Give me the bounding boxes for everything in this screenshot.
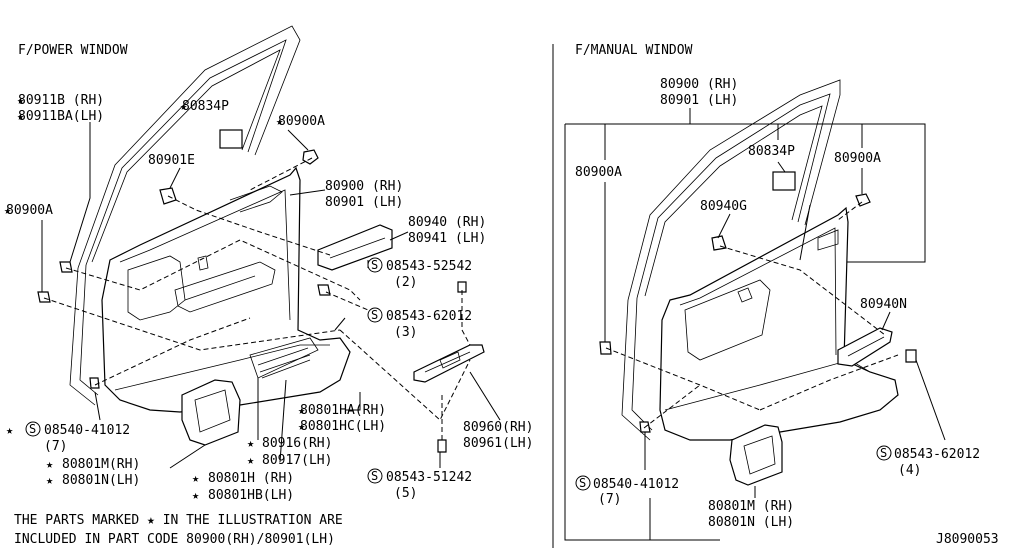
label-08543-51242: 08543-51242 — [386, 470, 472, 485]
circled-s-icon — [575, 475, 591, 491]
circled-s-left: S S S S — [25, 257, 383, 484]
label-08543-62012-qty: (3) — [394, 325, 417, 340]
circled-s-icon: S — [29, 422, 36, 436]
label-80960: 80960(RH) — [463, 420, 533, 435]
label-08543-51242-qty: (5) — [394, 486, 417, 501]
label-80917: 80917(LH) — [262, 453, 332, 468]
label-80911ba: 80911BA(LH) — [18, 109, 104, 124]
label-08543-62012-qty-manual: (4) — [898, 463, 921, 478]
circled-s-icon — [876, 445, 892, 461]
pull-handle-80960 — [413, 344, 485, 383]
label-80801m: 80801M(RH) — [62, 457, 140, 472]
grouping-bracket-left — [564, 124, 720, 541]
label-80940n: 80940N — [860, 297, 907, 312]
label-80940-rh: 80940 (RH) — [408, 215, 486, 230]
door-pocket-manual — [729, 424, 783, 486]
grouping-bracket — [565, 123, 926, 263]
star-icon: ★ — [17, 93, 24, 107]
circled-s-icon — [367, 257, 383, 273]
label-80801n-manual: 80801N (LH) — [708, 515, 794, 530]
star-icon: ★ — [247, 453, 254, 467]
circled-s-icon: S — [371, 469, 378, 483]
circled-s-icon: S — [880, 446, 887, 460]
right-panel-title: F/MANUAL WINDOW — [575, 43, 693, 58]
label-08540-41012-qty: (7) — [44, 439, 67, 454]
star-icon: ★ — [247, 436, 254, 450]
label-80801h: 80801H (RH) — [208, 471, 294, 486]
door-trim-panel-power — [101, 166, 351, 413]
alignment-lines-right — [605, 201, 899, 429]
circled-s-icon — [367, 468, 383, 484]
star-icon: ★ — [6, 423, 13, 437]
label-80801n: 80801N(LH) — [62, 473, 140, 488]
plate-80834p-manual — [772, 171, 796, 191]
door-frame-left — [69, 25, 301, 406]
left-panel-title: F/POWER WINDOW — [18, 43, 128, 58]
label-08540-41012: 08540-41012 — [44, 423, 130, 438]
leader-lines-right — [604, 108, 946, 540]
plate-80834p — [219, 129, 243, 149]
label-80900-rh-manual: 80900 (RH) — [660, 77, 738, 92]
label-08543-62012-manual: 08543-62012 — [894, 447, 980, 462]
label-80834p-manual: 80834P — [748, 144, 795, 159]
label-80901-lh-manual: 80901 (LH) — [660, 93, 738, 108]
label-80801ha: 80801HA(RH) — [300, 403, 386, 418]
label-80801hc: 80801HC(LH) — [300, 419, 386, 434]
circled-s-icon: S — [579, 476, 586, 490]
diagram-code: J8090053 — [936, 532, 999, 547]
label-80834p: 80834P — [182, 99, 229, 114]
label-80900a-left-manual: 80900A — [575, 165, 622, 180]
circled-s-icon — [25, 421, 41, 437]
star-icon: ★ — [4, 203, 11, 217]
armrest-80940 — [317, 224, 393, 271]
circled-s-icon — [367, 307, 383, 323]
circled-s-right: S S — [575, 445, 892, 491]
label-80801m-manual: 80801M (RH) — [708, 499, 794, 514]
star-icon: ★ — [298, 419, 305, 433]
label-80900a-right-manual: 80900A — [834, 151, 881, 166]
star-icon: ★ — [46, 457, 53, 471]
label-80901-lh: 80901 (LH) — [325, 195, 403, 210]
armrest-80940n — [837, 327, 893, 367]
star-icon: ★ — [298, 403, 305, 417]
label-80900a-left: 80900A — [6, 203, 53, 218]
label-80961: 80961(LH) — [463, 436, 533, 451]
star-icon: ★ — [192, 488, 199, 502]
left-labels: 80911B (RH) 80911BA(LH) 80834P 80900A 80… — [6, 93, 533, 503]
label-08543-52542: 08543-52542 — [386, 259, 472, 274]
label-80941-lh: 80941 (LH) — [408, 231, 486, 246]
label-80801hb: 80801HB(LH) — [208, 488, 294, 503]
label-08543-52542-qty: (2) — [394, 275, 417, 290]
star-icon: ★ — [17, 109, 24, 123]
right-labels: 80900 (RH) 80901 (LH) 80834P 80900A 8090… — [575, 77, 980, 530]
clips-and-screws-right — [599, 193, 917, 433]
circled-s-icon: S — [371, 308, 378, 322]
door-frame-right — [621, 79, 841, 441]
door-trim-panel-manual — [659, 206, 899, 441]
label-80900-rh: 80900 (RH) — [325, 179, 403, 194]
label-80900a-top: 80900A — [278, 114, 325, 129]
label-80911b: 80911B (RH) — [18, 93, 104, 108]
alignment-lines-left — [43, 157, 471, 440]
clips-and-screws-left — [37, 149, 467, 453]
label-08543-62012: 08543-62012 — [386, 309, 472, 324]
label-80916: 80916(RH) — [262, 436, 332, 451]
star-icon: ★ — [192, 471, 199, 485]
star-icon: ★ — [180, 99, 187, 113]
label-08540-41012-manual: 08540-41012 — [593, 477, 679, 492]
footnote-line-1: THE PARTS MARKED ★ IN THE ILLUSTRATION A… — [14, 513, 343, 528]
footnote-line-2: INCLUDED IN PART CODE 80900(RH)/80901(LH… — [14, 532, 335, 547]
circled-s-icon: S — [371, 258, 378, 272]
leader-lines-left — [41, 122, 501, 469]
star-icon: ★ — [46, 473, 53, 487]
star-markers-left: ★ ★ ★ ★ ★ ★ ★ ★ ★ ★ ★ ★ ★ ★ — [4, 93, 305, 502]
label-08540-41012-qty-manual: (7) — [598, 492, 621, 507]
star-icon: ★ — [276, 114, 283, 128]
door-pocket-power — [181, 379, 241, 446]
label-80901e: 80901E — [148, 153, 195, 168]
label-80940g: 80940G — [700, 199, 747, 214]
